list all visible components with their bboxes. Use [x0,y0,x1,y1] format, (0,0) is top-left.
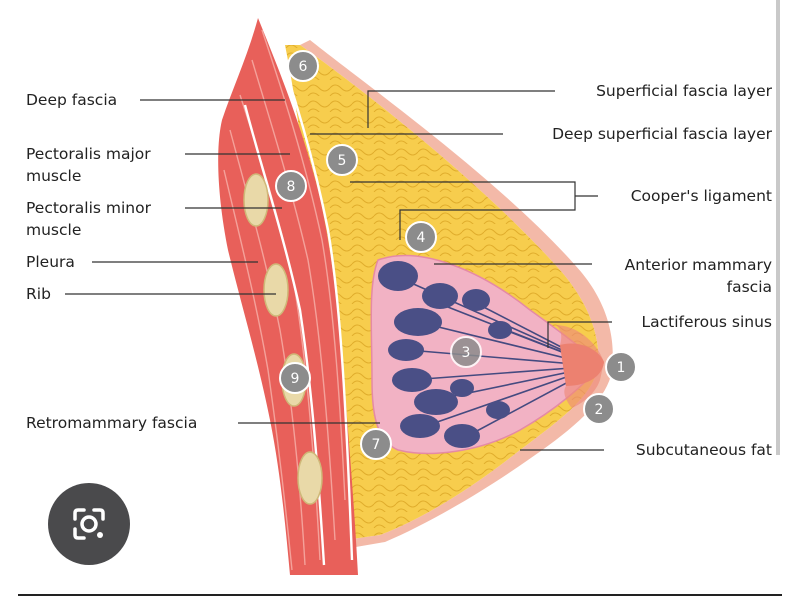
svg-text:2: 2 [595,402,604,418]
svg-text:8: 8 [287,179,296,195]
marker-1: 1 [605,351,637,383]
areola [555,325,604,408]
google-lens-button[interactable] [48,483,130,565]
label-deep-fascia: Deep fascia [26,91,118,109]
label-pectoralis-minor-line1: Pectoralis minor [26,199,151,217]
milk-lobules [378,261,512,448]
label-lactiferous-sinus: Lactiferous sinus [641,313,772,331]
svg-text:6: 6 [299,59,308,75]
label-anterior-mammary-line1: Anterior mammary [624,256,772,274]
leader-coopers-upper [350,181,576,240]
leader-lines [65,90,612,451]
marker-4: 4 [405,221,437,253]
marker-6: 6 [287,50,319,82]
leader-lactiferous [547,321,612,348]
svg-text:5: 5 [338,153,347,169]
leader-superficial-fascia [367,90,555,128]
label-retromammary-fascia: Retromammary fascia [26,414,198,432]
marker-7: 7 [360,428,392,460]
label-pleura: Pleura [26,253,75,271]
markers: 6 5 8 4 3 1 9 2 7 [275,50,637,460]
scrollbar[interactable] [776,0,780,455]
label-subcutaneous-fat: Subcutaneous fat [635,441,772,459]
svg-text:3: 3 [462,345,471,361]
ribs [243,173,323,505]
label-pectoralis-major-line2: muscle [26,167,82,185]
label-deep-superficial-fascia-layer: Deep superficial fascia layer [552,125,772,143]
label-pectoralis-major-line1: Pectoralis major [26,145,151,163]
label-superficial-fascia-layer: Superficial fascia layer [596,82,772,100]
svg-text:9: 9 [291,371,300,387]
marker-3: 3 [450,336,482,368]
label-pectoralis-minor-line2: muscle [26,221,82,239]
label-coopers-ligament: Cooper's ligament [630,187,772,205]
marker-8: 8 [275,170,307,202]
marker-9: 9 [279,362,311,394]
svg-text:4: 4 [417,230,426,246]
marker-5: 5 [326,144,358,176]
marker-2: 2 [583,393,615,425]
svg-text:7: 7 [372,437,381,453]
google-lens-icon [73,508,105,540]
label-rib: Rib [26,285,51,303]
svg-text:1: 1 [617,360,626,376]
label-anterior-mammary-line2: fascia [726,278,772,296]
bottom-divider [18,594,782,596]
